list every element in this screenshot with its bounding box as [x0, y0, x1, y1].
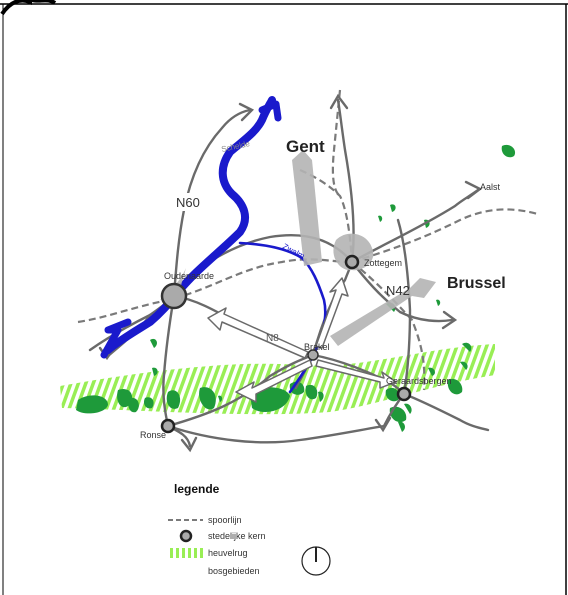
- river-schelde: [100, 96, 282, 359]
- legend-core-label: stedelijke kern: [208, 531, 266, 541]
- urban-core-geraardsbergen: [396, 386, 412, 402]
- label-brussel: Brussel: [447, 275, 506, 292]
- urban-core-brakel: [307, 349, 319, 361]
- urban-core-ronse: [160, 418, 176, 434]
- label-gent: Gent: [286, 137, 325, 156]
- north-arrow-icon: [301, 546, 331, 576]
- outline-arrows: [207, 277, 397, 403]
- n60-road-marker: [170, 193, 210, 211]
- label-n42: N42: [386, 283, 410, 298]
- label-brakel: Brakel: [304, 342, 330, 352]
- legend-forest-label: bosgebieden: [208, 566, 260, 576]
- pressure-arrows: [160, 150, 436, 346]
- label-n8: N8: [266, 333, 279, 344]
- legend-title: legende: [174, 482, 220, 496]
- label-zottegem: Zottegem: [364, 258, 402, 268]
- legend: legende spoorlijn stedelijke kern heuvel…: [168, 482, 331, 576]
- label-aalst: Aalst: [480, 182, 501, 192]
- label-ronse: Ronse: [140, 430, 166, 440]
- urban-core-zottegem: [344, 254, 360, 270]
- label-oudenaarde: Oudenaarde: [164, 271, 214, 281]
- legend-ridge-label: heuvelrug: [208, 548, 248, 558]
- legend-ridge-swatch: [170, 548, 203, 558]
- label-geraardsbergen: Geraardsbergen: [386, 376, 452, 386]
- road-arrowheads: [98, 93, 483, 453]
- label-n60: N60: [176, 195, 200, 210]
- urban-core-oudenaarde: [160, 282, 188, 310]
- forest-areas: [76, 144, 516, 432]
- legend-railway-label: spoorlijn: [208, 515, 242, 525]
- legend-core-swatch: [179, 529, 193, 543]
